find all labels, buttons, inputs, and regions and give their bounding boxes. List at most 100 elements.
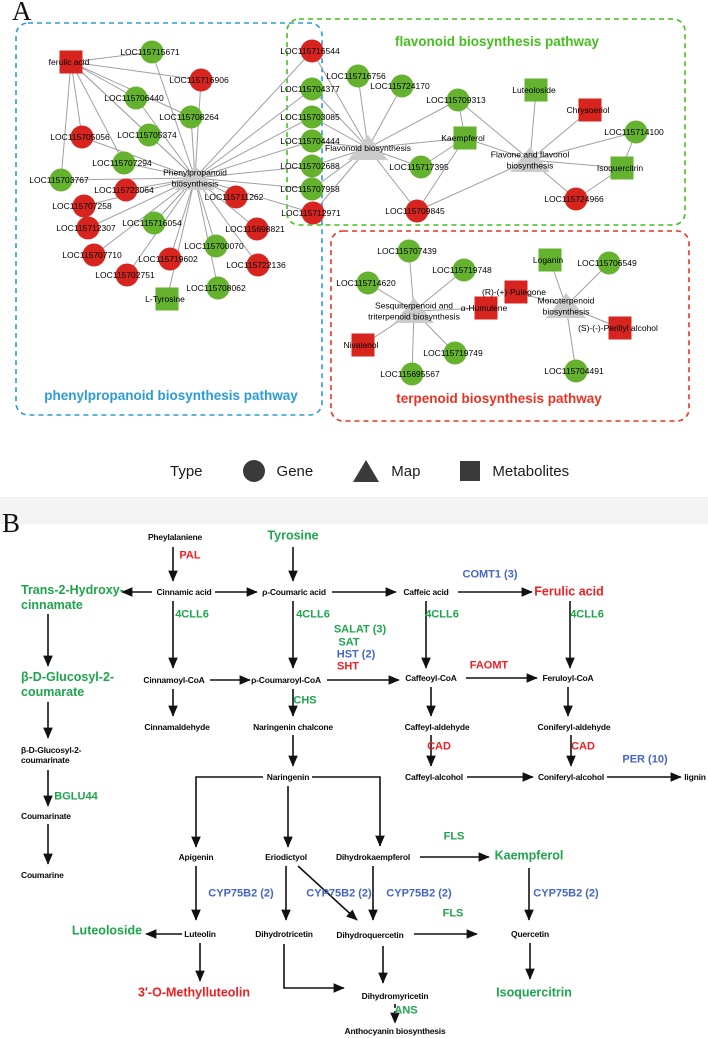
gene-node <box>301 201 325 225</box>
gene-node <box>564 187 588 211</box>
pathway-arrow <box>191 776 263 848</box>
pathway-label: Dihydroquercetin <box>336 929 404 940</box>
node-label: (R)-(+)-Pulegone <box>482 287 546 297</box>
network-edge <box>194 177 313 190</box>
pathway-label: PAL <box>179 549 201 562</box>
network-edge <box>357 75 369 149</box>
network-edge <box>81 136 196 179</box>
network-edge <box>194 177 219 289</box>
gene-node <box>82 243 106 267</box>
node-label: α-Humulene <box>461 303 508 313</box>
pathway-label: Cinnamaldehyde <box>144 721 210 732</box>
network-edge <box>413 307 487 312</box>
gene-node <box>70 125 94 149</box>
node-label: Kaempferol <box>441 133 485 143</box>
network-edge <box>135 97 196 179</box>
node-label: L-Tyrosine <box>145 294 185 304</box>
node-label: LOC115709313 <box>426 95 486 105</box>
map-node <box>546 293 586 318</box>
node-label: Phenylpropanoid <box>163 168 227 178</box>
pathway-label: Tyrosine <box>267 528 319 543</box>
gene-node <box>245 217 269 241</box>
pathway-label: ANS <box>394 1004 418 1017</box>
pathway-label: SAT <box>338 636 360 649</box>
network-edge <box>367 85 403 149</box>
network-edge <box>194 177 314 214</box>
gene-node <box>300 77 324 101</box>
gene-node <box>140 40 164 64</box>
pathway-label: Coniferyl-aldehyde <box>537 721 611 732</box>
network-edge <box>311 88 369 149</box>
pathway-label: Trans-2-Hydroxy- cinnamate <box>21 583 124 612</box>
network-edge <box>416 159 531 212</box>
gene-node <box>72 194 96 218</box>
node-label: LOC115716756 <box>326 71 386 81</box>
gene-node <box>300 177 324 201</box>
node-label: LOC115704444 <box>280 136 340 146</box>
network-edge <box>367 137 466 149</box>
pathway-label: Dihydrokaempferol <box>335 851 411 862</box>
pathway-label: CYP75B2 (2) <box>533 887 599 900</box>
gene-node <box>564 359 588 383</box>
node-label: LOC115712971 <box>281 208 341 218</box>
gene-node <box>300 129 324 153</box>
gene-node <box>390 74 414 98</box>
pathway-label: Ferulic acid <box>534 584 604 599</box>
network-edge <box>83 177 196 207</box>
pathway-label: ρ-Coumaric acid <box>262 586 326 597</box>
pathway-label: β-D-Glucosyl-2- coumarate <box>21 670 115 699</box>
pathway-label: PER (10) <box>622 753 668 766</box>
network-edge <box>93 177 196 256</box>
gene-node <box>246 253 270 277</box>
network-edge <box>457 99 531 161</box>
pathway-label: Kaempferol <box>494 848 564 863</box>
node-label: LOC115705374 <box>117 130 177 140</box>
pathway-label: Cinnamic acid <box>156 586 212 597</box>
node-label: LOC115719749 <box>423 348 483 358</box>
gene-node <box>300 105 324 129</box>
node-label: LOC115722136 <box>226 260 286 270</box>
node-label: LOC115708264 <box>159 112 219 122</box>
pathway-label: 4CLL6 <box>175 608 209 621</box>
gene-node <box>446 88 470 112</box>
network-edge <box>367 99 459 149</box>
metabolite-node <box>538 248 562 272</box>
pathway-label: Caffeoyl-CoA <box>405 672 457 683</box>
pathway-label: Feruloyl-CoA <box>542 672 594 683</box>
node-label: LOC115724966 <box>544 194 604 204</box>
network-edge <box>529 159 623 169</box>
pathway-label: Coumarine <box>21 869 64 880</box>
node-label: Luteoloside <box>512 85 556 95</box>
pathway-label: Naringenin chalcone <box>253 721 333 732</box>
gene-node <box>158 247 182 271</box>
network-edge <box>311 50 369 149</box>
network-edge <box>529 131 637 161</box>
pathway-label: Naringenin <box>266 771 310 782</box>
legend-gene-label: Gene <box>276 462 314 480</box>
pathway-label: COMT1 (3) <box>462 568 518 581</box>
node-label: LOC115708062 <box>186 283 246 293</box>
gene-node <box>114 178 138 202</box>
gene-node <box>405 199 429 223</box>
gene-node <box>137 123 161 147</box>
node-label: LOC115705056 <box>50 132 110 142</box>
pathway-box-title-terpenoid: terpenoid biosynthesis pathway <box>396 391 602 406</box>
pathway-box-title-phenylpropanoid: phenylpropanoid biosynthesis pathway <box>44 388 298 403</box>
pathway-label: CAD <box>427 740 451 753</box>
legend-title: Type <box>170 462 203 480</box>
gene-node <box>400 362 424 386</box>
network-edge <box>169 177 196 260</box>
pathway-label: 3′-O-Methylluteolin <box>137 985 251 1000</box>
node-label: LOC115712307 <box>56 223 116 233</box>
network-edge <box>194 140 313 179</box>
pathway-label: CYP75B2 (2) <box>386 887 452 900</box>
legend: Type Gene Map Metabolites <box>170 456 569 486</box>
metabolite-node <box>474 296 498 320</box>
metabolite-node <box>608 316 632 340</box>
metabolite-node <box>610 156 634 180</box>
node-label: LOC115702688 <box>280 161 340 171</box>
pathway-label: Caffeic acid <box>403 586 449 597</box>
network-edge <box>194 116 313 179</box>
pathway-label: 4CLL6 <box>296 608 330 621</box>
